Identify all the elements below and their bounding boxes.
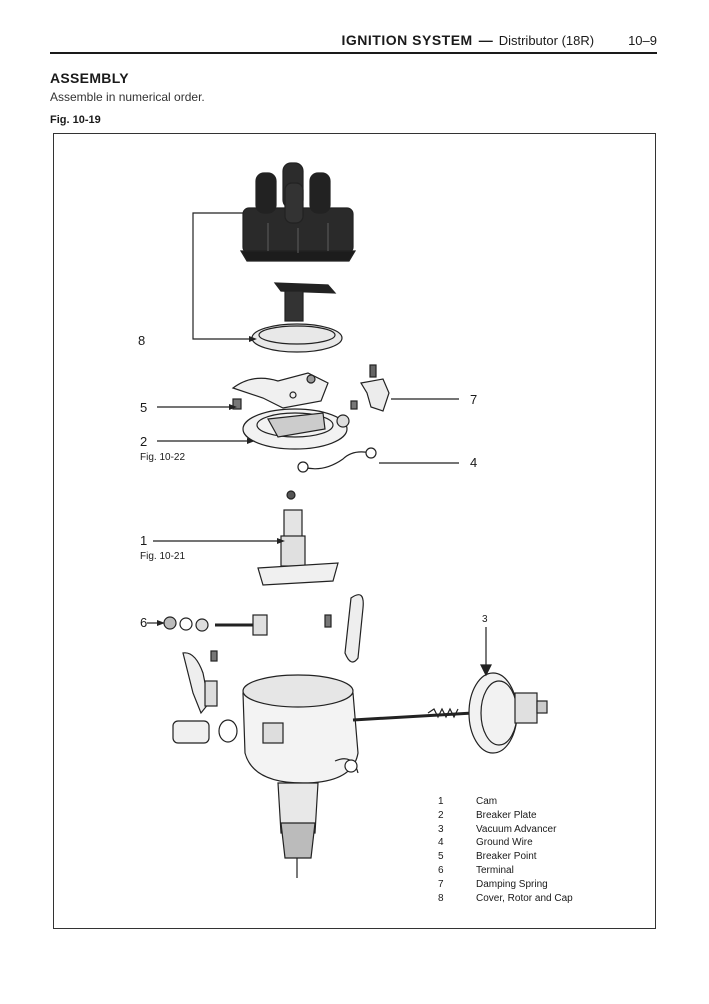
callout-7: 7 (470, 392, 478, 407)
legend-row: 7 Damping Spring (438, 878, 573, 892)
legend-label: Cam (476, 796, 498, 807)
cam (257, 490, 339, 586)
section-heading: ASSEMBLY (50, 70, 129, 86)
callout-5: 5 (140, 400, 148, 415)
breaker-plate (242, 408, 350, 450)
header-dash: — (478, 32, 493, 48)
legend-num: 6 (438, 864, 444, 876)
distributor-exploded-diagram (147, 162, 548, 878)
legend-row: 8 Cover, Rotor and Cap (438, 892, 573, 906)
section-title: IGNITION SYSTEM (341, 32, 473, 48)
legend-row: 1 Cam (438, 795, 573, 809)
callout-8: 8 (138, 333, 146, 348)
legend-num: 1 (438, 796, 444, 807)
legend-row: 5 Breaker Point (438, 850, 573, 864)
callout-2-ref: Fig. 10-22 (140, 452, 186, 463)
callout-6: 6 (140, 615, 148, 630)
figure-label: Fig. 10-19 (50, 114, 101, 126)
parts-legend: 1 Cam 2 Breaker Plate 3 Vacuum Advancer 4 Gr… (438, 795, 573, 905)
instruction-text: Assemble in numerical order. (50, 90, 205, 104)
callout-2: 2 (140, 434, 148, 449)
legend-num: 2 (438, 809, 444, 821)
page-number: 10–9 (628, 33, 657, 48)
distributor-cap (239, 162, 357, 262)
breaker-point (231, 372, 329, 409)
legend-num: 8 (438, 892, 444, 904)
legend-label: Breaker Plate (476, 809, 537, 821)
legend-label: Cover, Rotor and Cap (476, 892, 573, 904)
legend-row: 2 Breaker Plate (438, 809, 573, 823)
legend-num: 7 (438, 878, 444, 890)
terminal (163, 614, 268, 662)
callout-1-ref: Fig. 10-21 (140, 551, 186, 562)
legend-label: Ground Wire (476, 837, 533, 849)
legend-num: 3 (438, 823, 444, 835)
header-rule (50, 52, 657, 54)
legend-row: 3 Vacuum Advancer (438, 823, 573, 837)
vacuum-advancer (468, 672, 548, 754)
legend-label: Breaker Point (476, 851, 537, 863)
rotor (273, 282, 337, 322)
page-header: IGNITION SYSTEM — Distributor (18R) 10–9 (342, 32, 657, 48)
legend-num: 4 (438, 837, 444, 849)
callout-3: 3 (482, 614, 488, 625)
figure-frame (53, 133, 656, 929)
legend-row: 6 Terminal (438, 864, 573, 878)
legend-label: Damping Spring (476, 878, 548, 890)
legend-row: 4 Ground Wire (438, 836, 573, 850)
legend-label: Terminal (476, 864, 514, 876)
distributor-housing (242, 674, 359, 878)
legend-num: 5 (438, 851, 444, 863)
legend-label: Vacuum Advancer (476, 823, 557, 835)
subsection-title: Distributor (18R) (498, 33, 595, 48)
callout-1: 1 (140, 533, 148, 548)
callout-4: 4 (470, 455, 478, 470)
